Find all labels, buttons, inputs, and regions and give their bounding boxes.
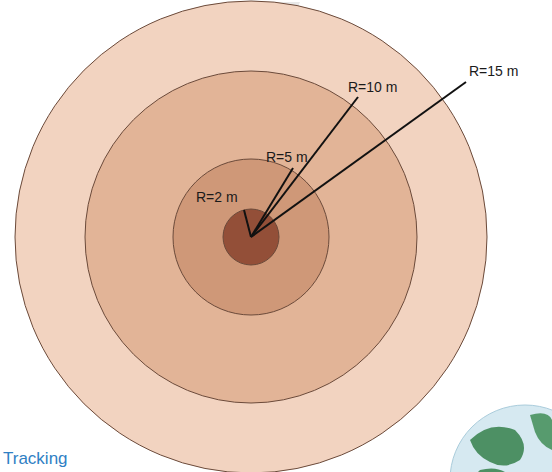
- radius-label: R=2 m: [196, 190, 238, 204]
- radius-line: [251, 168, 293, 237]
- globe-graphic: [450, 405, 552, 472]
- radius-line: [251, 82, 466, 237]
- radius-line: [244, 210, 251, 237]
- radius-line: [251, 97, 358, 237]
- radius-label: R=5 m: [266, 150, 308, 164]
- radius-label: R=10 m: [348, 80, 397, 94]
- radius-label: R=15 m: [469, 64, 518, 78]
- footer-text: Tracking: [3, 450, 68, 467]
- radius-lines: [244, 82, 466, 237]
- zone-15m: [15, 1, 487, 472]
